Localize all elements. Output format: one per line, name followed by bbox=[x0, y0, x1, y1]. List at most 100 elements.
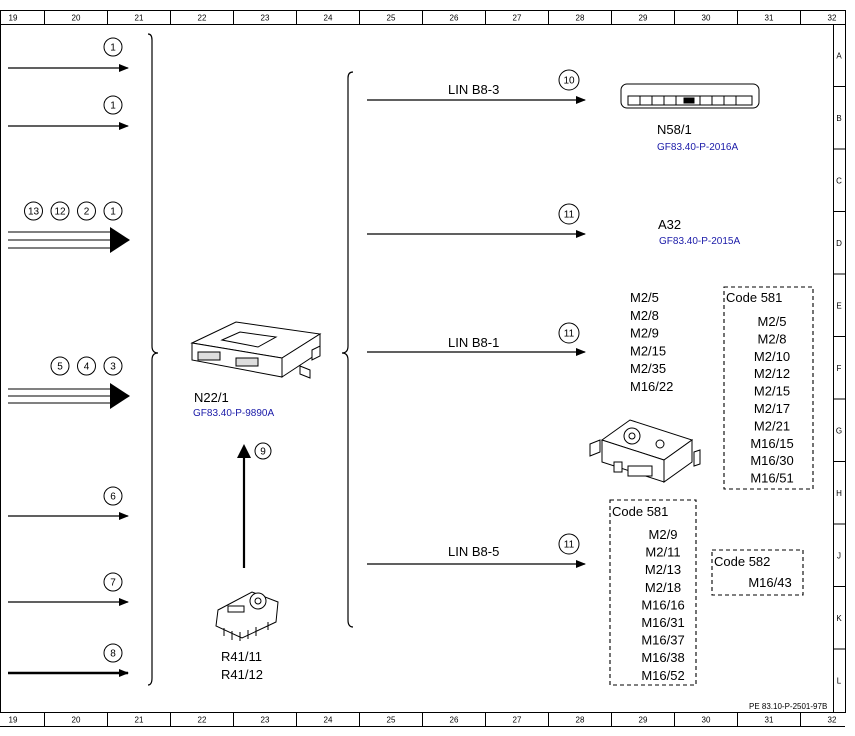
input-3-callout-13: 13 bbox=[24, 201, 43, 221]
svg-text:10: 10 bbox=[563, 76, 575, 87]
col-bottom-30: 30 bbox=[702, 716, 711, 725]
row-H: H bbox=[836, 489, 842, 498]
code-box-item: M2/21 bbox=[754, 418, 790, 433]
output-callout-1: 10 bbox=[558, 69, 580, 91]
svg-text:13: 13 bbox=[28, 207, 40, 218]
motor-item: M2/15 bbox=[630, 343, 666, 358]
bus-label-b8-1: LIN B8-1 bbox=[448, 335, 499, 350]
svg-text:1: 1 bbox=[110, 101, 116, 112]
col-bottom-29: 29 bbox=[639, 716, 648, 725]
sensor-label-1: R41/11 bbox=[221, 649, 262, 664]
input-4-callout-3: 3 bbox=[103, 356, 123, 376]
motor-item: M2/5 bbox=[630, 290, 659, 305]
code-box-item: M2/5 bbox=[758, 314, 787, 329]
control-unit-label: N22/1 bbox=[194, 390, 229, 405]
input-3-callout-1: 1 bbox=[103, 201, 123, 221]
svg-text:1: 1 bbox=[110, 207, 116, 218]
control-unit-graphic bbox=[190, 321, 322, 379]
col-top-28: 28 bbox=[576, 14, 585, 23]
column-ruler: 1919202021212222232324242525262627272828… bbox=[9, 10, 837, 726]
input-3-callout-12: 12 bbox=[50, 201, 70, 221]
code-582-box bbox=[711, 549, 804, 596]
col-top-30: 30 bbox=[702, 14, 711, 23]
code-box-item: M16/52 bbox=[641, 668, 684, 683]
svg-text:12: 12 bbox=[54, 207, 66, 218]
input-5-callout-6: 6 bbox=[103, 486, 123, 506]
bus-label-b8-3: LIN B8-3 bbox=[448, 82, 499, 97]
code-box-item: M16/37 bbox=[641, 633, 684, 648]
code-box-item: M2/9 bbox=[649, 527, 678, 542]
input-lines bbox=[8, 64, 130, 677]
sensor-label-2: R41/12 bbox=[221, 667, 263, 682]
control-unit-ref-link[interactable]: GF83.40-P-9890A bbox=[193, 408, 274, 419]
col-bottom-22: 22 bbox=[198, 716, 207, 725]
bus-label-b8-5: LIN B8-5 bbox=[448, 544, 499, 559]
sensor-callout: 9 bbox=[254, 442, 272, 460]
svg-text:11: 11 bbox=[564, 540, 575, 551]
code-box-item: M16/51 bbox=[750, 471, 793, 486]
col-top-25: 25 bbox=[387, 14, 396, 23]
code-box-item: M2/10 bbox=[754, 349, 790, 364]
col-top-27: 27 bbox=[513, 14, 522, 23]
code-box-item: M16/38 bbox=[641, 650, 684, 665]
col-top-20: 20 bbox=[72, 14, 81, 23]
code-box-item: M2/18 bbox=[645, 580, 681, 595]
a32-label: A32 bbox=[658, 217, 681, 232]
col-top-31: 31 bbox=[765, 14, 774, 23]
col-top-22: 22 bbox=[198, 14, 207, 23]
row-K: K bbox=[836, 614, 842, 623]
code-box-title: Code 581 bbox=[726, 290, 782, 305]
left-brace bbox=[147, 33, 159, 686]
svg-text:9: 9 bbox=[260, 447, 266, 458]
code-581-box-upper bbox=[723, 286, 814, 490]
row-C: C bbox=[836, 176, 842, 185]
code-box-title: Code 581 bbox=[612, 504, 668, 519]
col-top-19: 19 bbox=[9, 14, 18, 23]
input-7-callout-8: 8 bbox=[103, 643, 123, 663]
code-581-box-lower bbox=[609, 499, 697, 686]
svg-text:2: 2 bbox=[84, 207, 90, 218]
code-581-lower-content: Code 581M2/9M2/11M2/13M2/18M16/16M16/31M… bbox=[612, 504, 685, 683]
svg-text:6: 6 bbox=[110, 492, 116, 503]
output-callout-3: 11 bbox=[558, 322, 580, 344]
row-D: D bbox=[836, 239, 842, 248]
col-bottom-20: 20 bbox=[72, 716, 81, 725]
control-panel-graphic bbox=[620, 83, 760, 109]
svg-text:11: 11 bbox=[564, 210, 575, 221]
col-bottom-32: 32 bbox=[828, 716, 837, 725]
code-box-item: M16/30 bbox=[750, 453, 793, 468]
col-bottom-24: 24 bbox=[324, 716, 333, 725]
col-top-24: 24 bbox=[324, 14, 333, 23]
row-F: F bbox=[837, 364, 842, 373]
right-brace bbox=[341, 71, 354, 628]
input-3-callout-2: 2 bbox=[77, 201, 96, 221]
code-box-item: M2/17 bbox=[754, 401, 790, 416]
col-top-29: 29 bbox=[639, 14, 648, 23]
motor-item: M2/9 bbox=[630, 326, 659, 341]
code-box-item: M2/8 bbox=[758, 331, 787, 346]
row-B: B bbox=[836, 114, 841, 123]
col-top-26: 26 bbox=[450, 14, 459, 23]
row-G: G bbox=[836, 426, 842, 435]
col-top-23: 23 bbox=[261, 14, 270, 23]
output-callout-2: 11 bbox=[558, 203, 580, 225]
output-callout-4: 11 bbox=[558, 533, 580, 555]
col-bottom-19: 19 bbox=[9, 716, 18, 725]
row-A: A bbox=[836, 51, 842, 60]
col-top-21: 21 bbox=[135, 14, 144, 23]
motor-item: M2/35 bbox=[630, 361, 666, 376]
svg-text:8: 8 bbox=[110, 649, 116, 660]
n58-ref-link[interactable]: GF83.40-P-2016A bbox=[657, 142, 738, 153]
code-box-item: M2/15 bbox=[754, 384, 790, 399]
n58-label: N58/1 bbox=[657, 122, 692, 137]
code-box-title: Code 582 bbox=[714, 554, 770, 569]
code-box-item: M16/16 bbox=[641, 597, 684, 612]
col-bottom-31: 31 bbox=[765, 716, 774, 725]
code-box-item: M2/13 bbox=[645, 562, 681, 577]
row-E: E bbox=[836, 301, 841, 310]
a32-ref-link[interactable]: GF83.40-P-2015A bbox=[659, 236, 740, 247]
svg-text:3: 3 bbox=[110, 362, 116, 373]
